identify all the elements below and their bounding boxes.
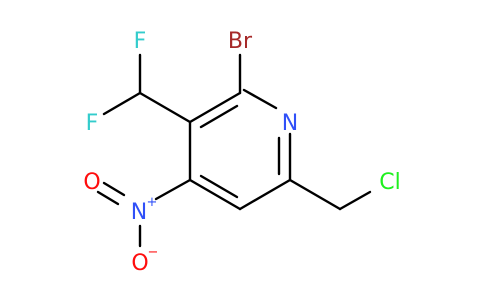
atom-cl: Cl xyxy=(379,170,400,195)
bond-chf2-f2 xyxy=(102,91,142,116)
charge-n-nitro: + xyxy=(147,195,158,210)
bond-c5-c4 xyxy=(188,178,242,211)
atom-br: Br xyxy=(228,29,253,54)
bond-c3-chf2 xyxy=(138,91,192,124)
bond-c6-c5 xyxy=(238,178,292,211)
bond-c3-c2 xyxy=(188,91,242,124)
charge-o-bottom: − xyxy=(148,245,159,260)
atom-n-ring: N xyxy=(282,111,298,136)
bond-ch2-cl xyxy=(338,190,372,211)
bond-c5-c4-inner xyxy=(199,174,239,199)
bond-c4-no2 xyxy=(154,178,192,201)
bond-nitro-o-top xyxy=(102,181,126,197)
atom-f1: F xyxy=(134,29,147,54)
atom-f2: F xyxy=(86,111,99,136)
atom-o-bottom: O xyxy=(131,251,148,276)
bond-c6-ch2 xyxy=(288,178,342,211)
bond-nitro-o-top-2 xyxy=(96,190,120,206)
atom-n-nitro: N xyxy=(131,200,147,225)
atom-o-top: O xyxy=(83,170,100,195)
bond-c2-n xyxy=(242,88,278,110)
bond-c3-c2-inner xyxy=(199,104,239,129)
